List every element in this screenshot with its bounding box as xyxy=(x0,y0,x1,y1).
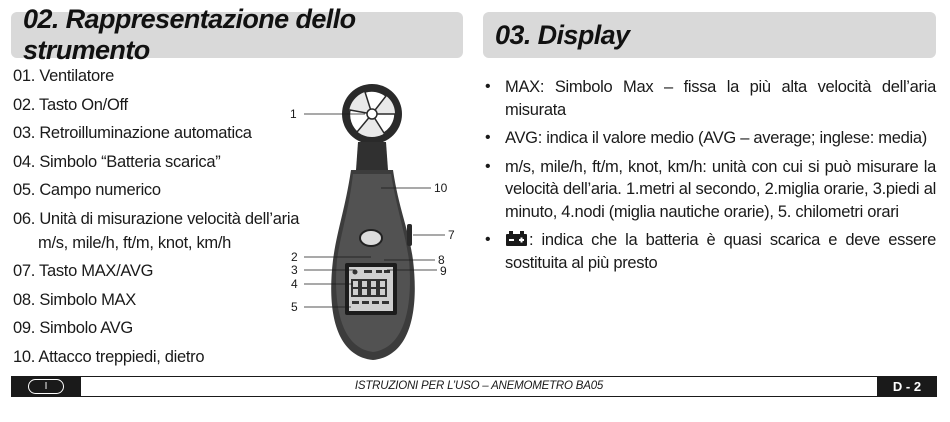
anemometer-diagram: 1 10 7 2 8 3 9 4 5 xyxy=(290,84,455,360)
parts-list-item: 06. Unità di misurazione velocità dell’a… xyxy=(13,205,299,257)
callout-9: 9 xyxy=(440,264,447,278)
bullet-item: •AVG: indica il valore medio (AVG – aver… xyxy=(484,127,936,150)
section-header-left: 02. Rappresentazione dello strumento xyxy=(11,4,463,65)
language-badge: I xyxy=(28,379,64,394)
low-battery-icon xyxy=(506,231,527,246)
parts-list-item: 07. Tasto MAX/AVG xyxy=(13,262,154,281)
callout-4: 4 xyxy=(291,277,298,291)
page-number: D - 2 xyxy=(877,376,937,397)
display-bullet-list: •MAX: Simbolo Max – fissa la più alta ve… xyxy=(484,76,936,280)
parts-list-item: 01. Ventilatore xyxy=(13,67,114,85)
callout-2: 2 xyxy=(291,250,298,264)
parts-list: 01. Ventilatore 02. Tasto On/Off 03. Ret… xyxy=(13,62,299,372)
callout-10: 10 xyxy=(434,181,448,195)
bullet-dot-icon: • xyxy=(485,129,491,146)
parts-list-item: 04. Simbolo “Batteria scarica” xyxy=(13,152,221,171)
parts-list-item: 05. Campo numerico xyxy=(13,181,161,200)
parts-list-item: 02. Tasto On/Off xyxy=(13,95,128,114)
callout-1: 1 xyxy=(290,107,297,121)
bullet-item: •: indica che la batteria è quasi scaric… xyxy=(485,231,936,272)
parts-list-item: 08. Simbolo MAX xyxy=(13,290,136,309)
section-title-representation: 02. Rappresentazione dello strumento xyxy=(23,4,356,65)
parts-list-item-continuation: m/s, mile/h, ft/m, knot, km/h xyxy=(38,233,232,252)
callout-7: 7 xyxy=(448,228,455,242)
bullet-dot-icon: • xyxy=(485,78,491,95)
bullet-item: •m/s, mile/h, ft/m, knot, km/h: unità co… xyxy=(485,157,936,221)
section-title-display: 03. Display xyxy=(495,19,630,50)
parts-list-item: 03. Retroilluminazione automatica xyxy=(13,124,252,143)
callout-8: 8 xyxy=(438,253,445,267)
callout-3: 3 xyxy=(291,263,298,277)
footer-bar: ISTRUZIONI PER L’USO – ANEMOMETRO BA05 xyxy=(81,376,877,397)
callout-5: 5 xyxy=(291,300,298,314)
bullet-dot-icon: • xyxy=(485,157,491,175)
on-off-button xyxy=(359,229,383,247)
device-neck xyxy=(356,142,388,170)
footer-title: ISTRUZIONI PER L’USO – ANEMOMETRO BA05 xyxy=(354,380,604,392)
bullet-item: •MAX: Simbolo Max – fissa la più alta ve… xyxy=(485,78,936,119)
page-footer: I ISTRUZIONI PER L’USO – ANEMOMETRO BA05… xyxy=(11,376,937,397)
section-header-right: 03. Display xyxy=(483,12,936,58)
parts-list-item: 10. Attacco treppiedi, dietro xyxy=(13,347,205,366)
bullet-dot-icon: • xyxy=(485,231,491,248)
max-avg-button xyxy=(407,224,412,246)
parts-list-item: 09. Simbolo AVG xyxy=(13,319,133,338)
footer-language-tab: I xyxy=(11,376,81,397)
